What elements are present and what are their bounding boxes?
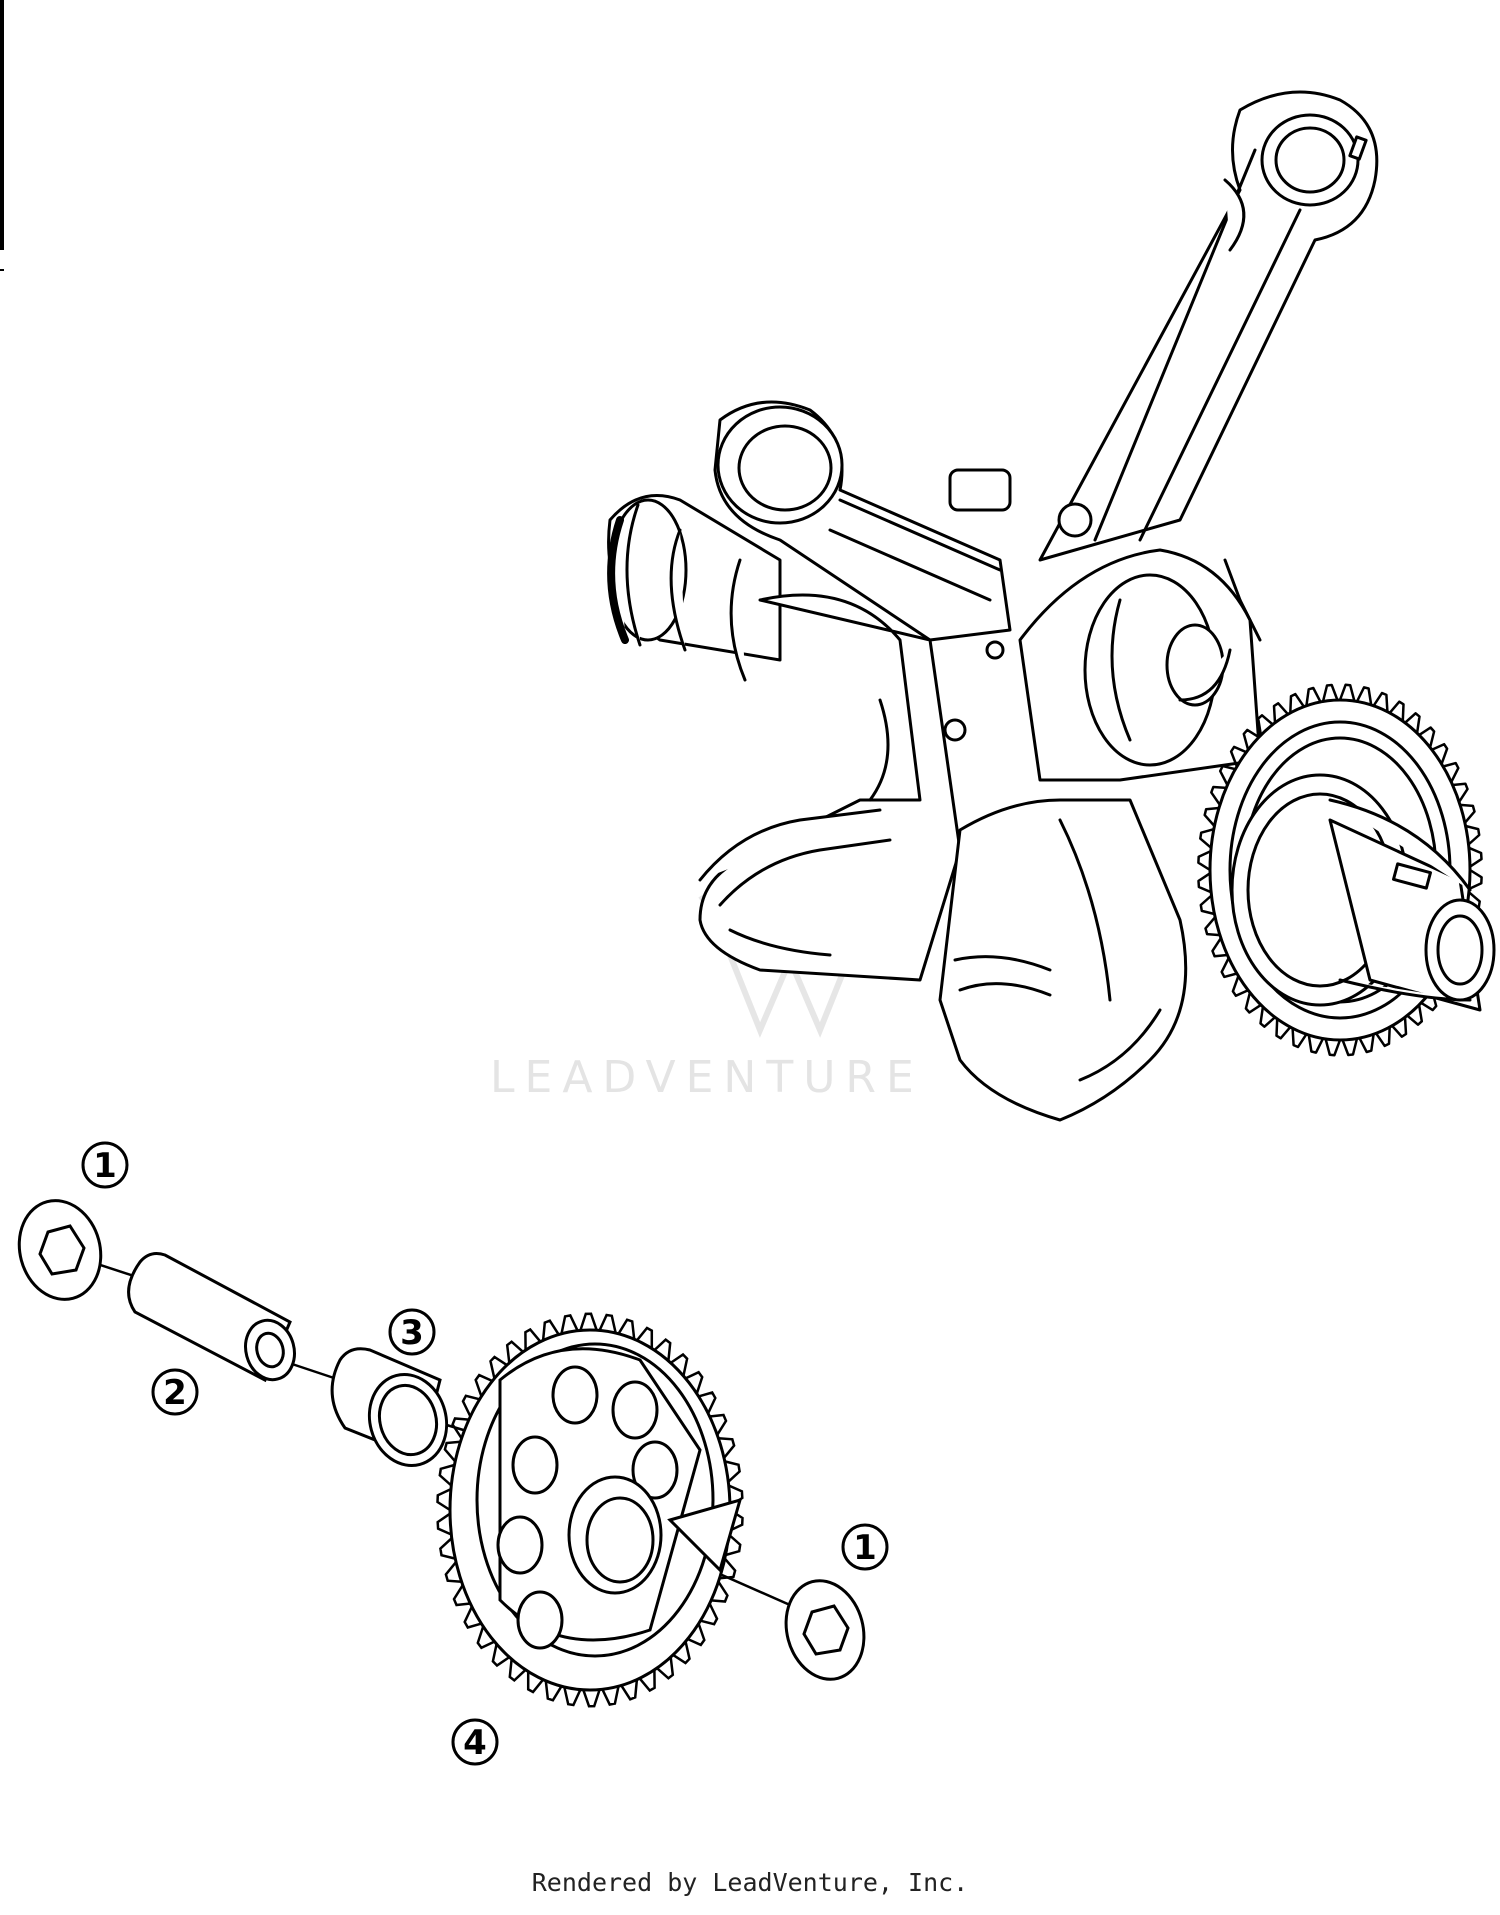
idler-gear xyxy=(436,1312,744,1708)
gear-tooth-profile xyxy=(436,1312,744,1708)
edge-mark xyxy=(0,0,4,271)
crankshaft-output-shaft xyxy=(1230,773,1496,1012)
connecting-rod-rear xyxy=(1038,90,1379,562)
crankshaft-middle-web xyxy=(1018,548,1262,782)
gear-lightening-holes xyxy=(496,1365,679,1650)
callout-3: 3 xyxy=(388,1308,436,1356)
watermark-text: LEADVENTURE xyxy=(490,1052,924,1103)
svg-text:3: 3 xyxy=(400,1313,424,1353)
crankshaft-left-end xyxy=(607,494,782,682)
callout-1-left: 1 xyxy=(81,1141,129,1189)
idler-pin xyxy=(127,1252,296,1383)
svg-text:2: 2 xyxy=(163,1373,187,1413)
crankshaft-assembly xyxy=(607,90,1496,1122)
idler-gear-teeth xyxy=(436,1312,744,1708)
render-credit: Rendered by LeadVenture, Inc. xyxy=(531,1868,969,1897)
svg-text:1: 1 xyxy=(93,1146,117,1186)
callout-2: 2 xyxy=(151,1368,199,1416)
counterweight-right xyxy=(938,798,1188,1122)
svg-text:1: 1 xyxy=(853,1528,877,1568)
svg-text:4: 4 xyxy=(463,1723,487,1763)
callout-4: 4 xyxy=(451,1718,499,1766)
thrust-washer-right xyxy=(784,1579,866,1681)
idler-bushing xyxy=(330,1347,449,1468)
callout-1-right: 1 xyxy=(841,1523,889,1571)
counterweight-left xyxy=(698,593,962,982)
thrust-washer-left xyxy=(17,1199,103,1301)
connecting-rod-front xyxy=(713,400,1093,742)
